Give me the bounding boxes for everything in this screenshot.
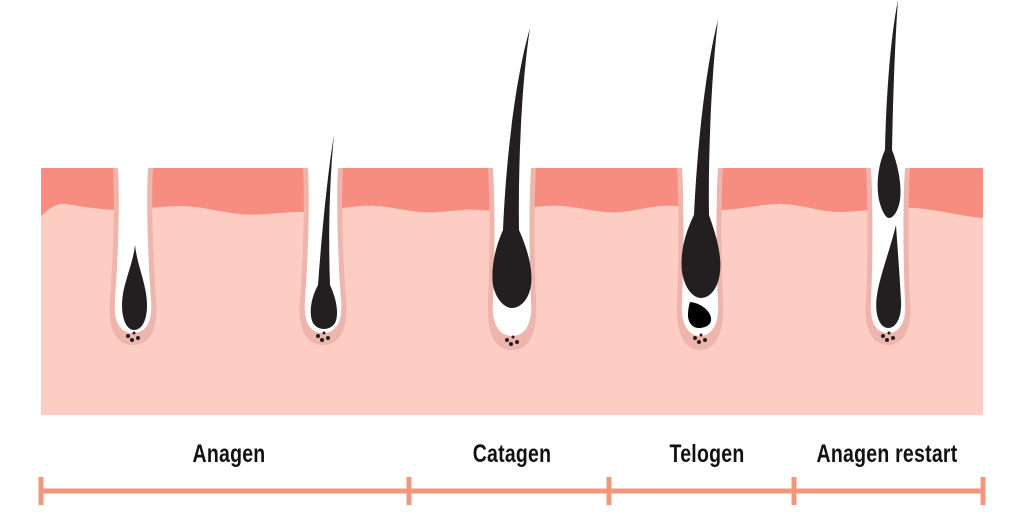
- follicle-catagen: [487, 28, 537, 350]
- phase-timeline: [38, 477, 986, 505]
- hair-shaft-icon: [492, 28, 532, 308]
- new-hair-bulb-icon: [688, 302, 712, 328]
- follicle-anagen: [299, 135, 347, 345]
- follicle-anagen-early: [109, 168, 157, 345]
- new-hair-icon: [876, 225, 902, 328]
- papilla-dots-icon: [316, 331, 330, 342]
- phase-label-anagen-restart: Anagen restart: [816, 440, 958, 468]
- papilla-dots-icon: [881, 331, 895, 342]
- papilla-dots-icon: [693, 333, 707, 344]
- papilla-dots-icon: [126, 331, 140, 342]
- papilla-dots-icon: [505, 335, 519, 346]
- phase-label-catagen: Catagen: [472, 440, 552, 468]
- shedding-hair-icon: [877, 0, 901, 218]
- club-hair-icon: [681, 20, 721, 298]
- phase-label-anagen: Anagen: [192, 440, 266, 468]
- phase-label-telogen: Telogen: [669, 440, 745, 468]
- follicle-telogen: [676, 20, 724, 350]
- follicle-anagen-restart: [865, 0, 911, 345]
- hair-shaft-icon: [310, 135, 338, 329]
- hair-bulb-icon: [122, 245, 147, 330]
